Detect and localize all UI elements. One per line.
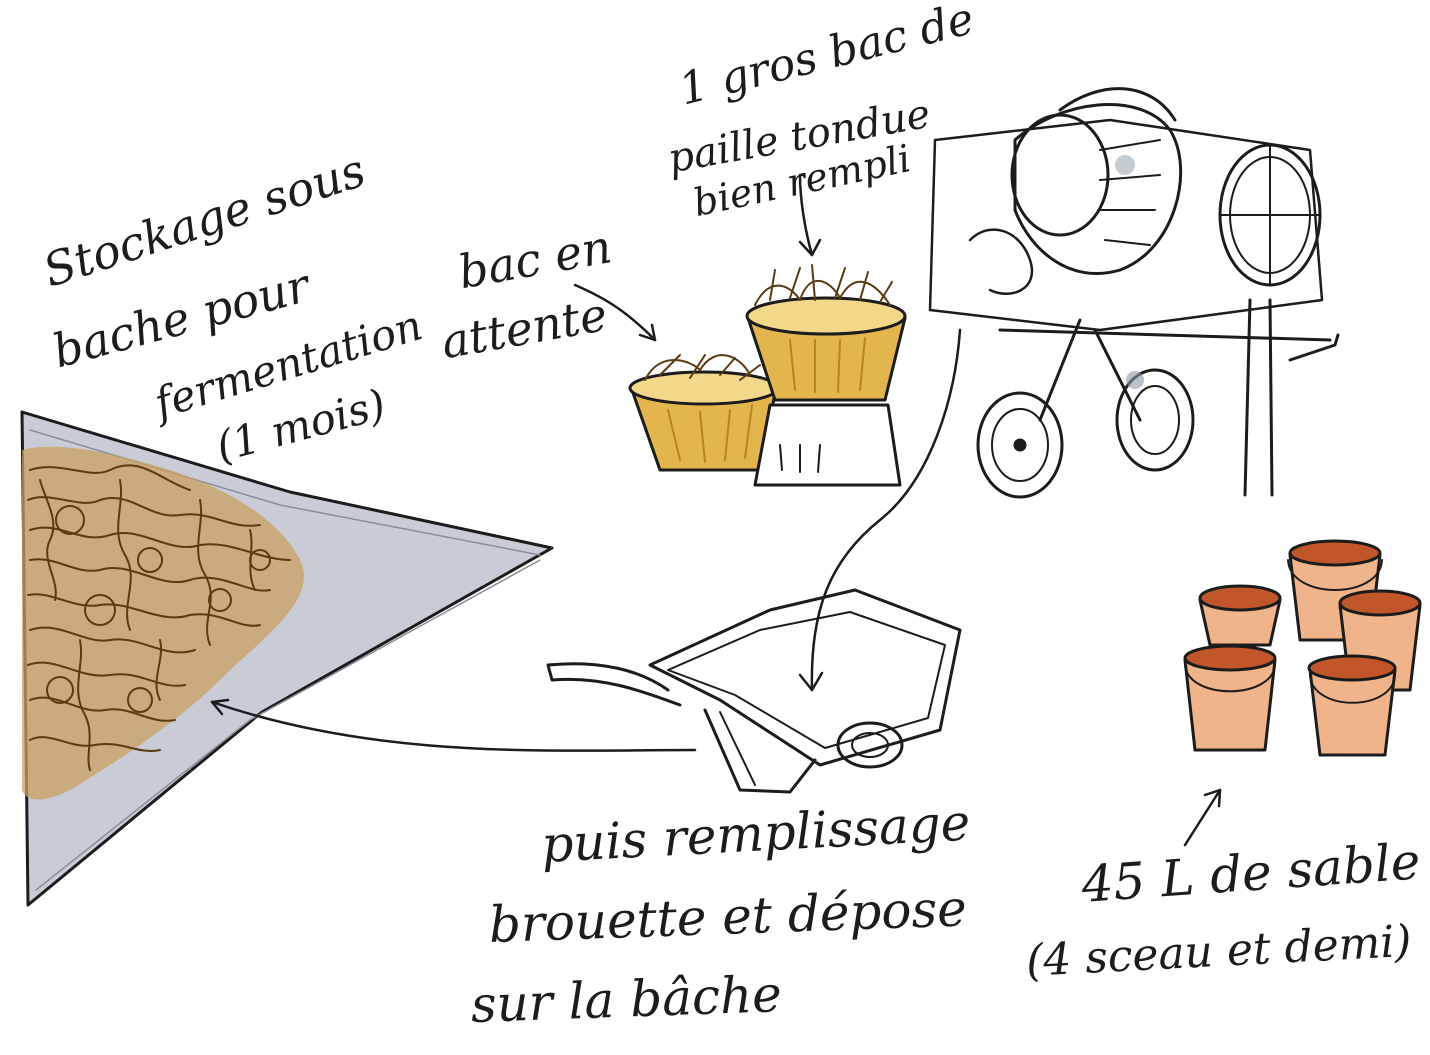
arrow-wheelbarrow-to-tarp [212, 700, 695, 751]
concrete-mixer-icon [930, 89, 1338, 497]
wheelbarrow-icon [548, 590, 960, 792]
fill-note-line3: sur la bâche [470, 969, 783, 1030]
waiting-basket-icon [630, 355, 778, 470]
tarp-straw-pile-icon [22, 412, 552, 905]
sand-buckets-icon [1185, 541, 1420, 755]
arrow-to-sand-buckets [1185, 790, 1220, 845]
full-straw-basket-icon [747, 265, 905, 485]
